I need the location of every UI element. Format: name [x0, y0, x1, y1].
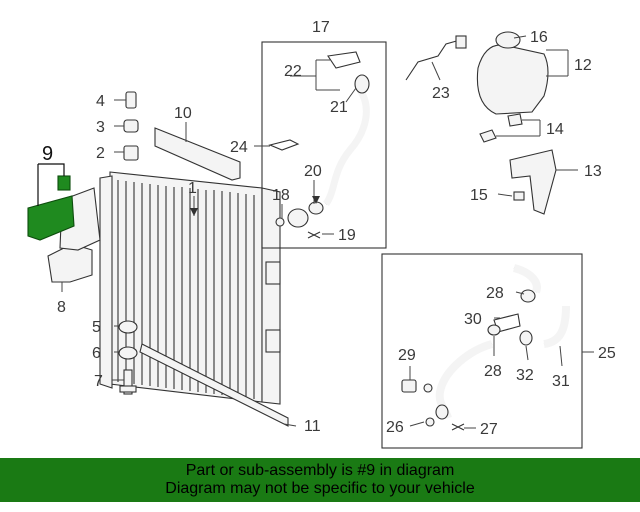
banner-line-1: Part or sub-assembly is #9 in diagram: [185, 462, 455, 479]
callout-15: 15: [470, 187, 488, 204]
callout-5: 5: [92, 319, 101, 336]
highlighted-part-9: [27, 163, 75, 241]
callout-26: 26: [386, 419, 404, 436]
callout-28a: 28: [486, 285, 504, 302]
callout-10: 10: [174, 105, 192, 122]
group-box-17: [261, 41, 387, 249]
callout-12: 12: [574, 57, 592, 74]
air-guide: [47, 243, 93, 283]
callout-31: 31: [552, 373, 570, 390]
banner-line-2: Diagram may not be specific to your vehi…: [165, 480, 475, 497]
callout-32: 32: [516, 367, 534, 384]
group-box-25: [381, 253, 583, 449]
callout-21: 21: [330, 99, 348, 116]
callout-18: 18: [272, 187, 290, 204]
coolant-hose-upper: [323, 88, 370, 207]
seal-strip: [139, 343, 289, 427]
info-banner: Part or sub-assembly is #9 in diagram Di…: [0, 458, 640, 502]
callout-25: 25: [598, 345, 616, 362]
callout-29: 29: [398, 347, 416, 364]
callout-6: 6: [92, 345, 101, 362]
callout-4: 4: [96, 93, 105, 110]
callout-22: 22: [284, 63, 302, 80]
callout-17: 17: [312, 19, 330, 36]
callout-14: 14: [546, 121, 564, 138]
callout-19: 19: [338, 227, 356, 244]
callout-28b: 28: [484, 363, 502, 380]
callout-20: 20: [304, 163, 322, 180]
radiator-bracket: [154, 127, 241, 181]
callout-23: 23: [432, 85, 450, 102]
callout-8: 8: [57, 299, 66, 316]
radiator: [99, 171, 281, 405]
parts-diagram: 1 2 3 4 5 6 7 8 9 10 11 12 13 14 15 16 1…: [27, 19, 616, 449]
callout-16: 16: [530, 29, 548, 46]
callout-27: 27: [480, 421, 498, 438]
callout-7: 7: [94, 373, 103, 390]
callout-24: 24: [230, 139, 248, 156]
callout-13: 13: [584, 163, 602, 180]
coolant-reservoir: [405, 31, 557, 215]
callout-3: 3: [96, 119, 105, 136]
callout-1: 1: [188, 180, 197, 197]
callout-30: 30: [464, 311, 482, 328]
callout-2: 2: [96, 145, 105, 162]
callout-11: 11: [304, 418, 321, 435]
callout-9: 9: [42, 143, 53, 165]
